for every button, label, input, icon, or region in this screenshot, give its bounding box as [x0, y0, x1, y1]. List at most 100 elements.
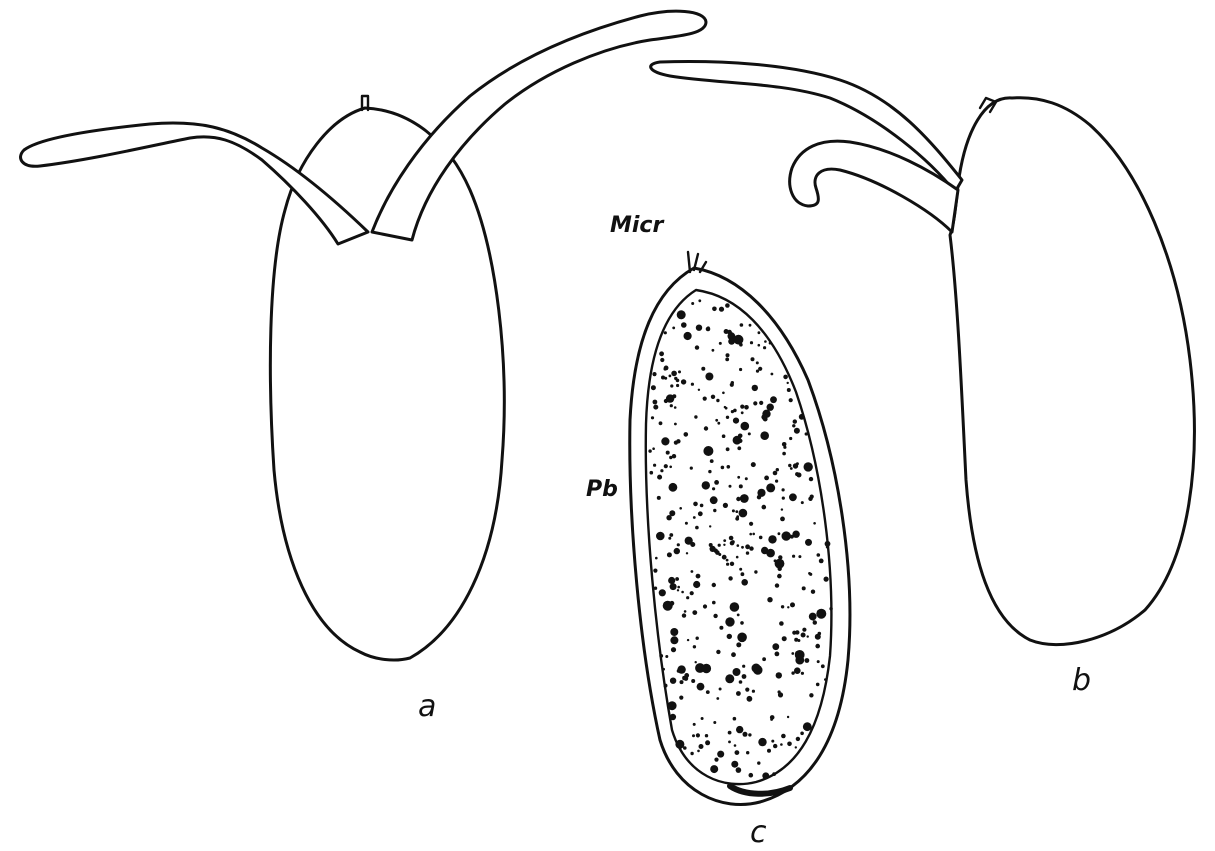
yolk-granule — [776, 468, 779, 471]
yolk-granule — [728, 741, 731, 744]
yolk-granule — [666, 515, 671, 520]
yolk-granule — [659, 421, 663, 425]
yolk-granule — [670, 628, 678, 636]
yolk-granule — [692, 610, 697, 615]
yolk-granule — [718, 544, 721, 547]
yolk-granule — [670, 583, 677, 590]
yolk-granule — [817, 553, 821, 557]
yolk-granule — [653, 464, 656, 467]
yolk-granule — [801, 501, 804, 504]
yolk-granule — [767, 597, 772, 602]
yolk-granule — [792, 531, 799, 538]
yolk-granule — [729, 485, 732, 488]
yolk-granule — [670, 601, 675, 606]
yolk-granule — [762, 657, 766, 661]
yolk-granule — [797, 639, 800, 642]
yolk-granule — [695, 526, 699, 530]
yolk-granule — [795, 651, 799, 655]
egg-c — [630, 252, 850, 804]
yolk-granule — [790, 467, 793, 470]
yolk-granule — [787, 742, 792, 747]
yolk-granule — [734, 335, 744, 345]
yolk-granule — [697, 750, 700, 753]
yolk-granule — [763, 346, 766, 349]
yolk-granule — [652, 447, 655, 450]
yolk-granule — [796, 737, 800, 741]
yolk-granule — [787, 716, 789, 718]
yolk-granule — [698, 299, 701, 302]
yolk-granule — [712, 307, 717, 312]
yolk-granule — [722, 434, 726, 438]
yolk-granule — [780, 517, 785, 522]
yolk-granule — [736, 642, 741, 647]
yolk-granule — [745, 477, 748, 480]
yolk-granule — [648, 449, 651, 452]
yolk-granule — [734, 744, 737, 747]
yolk-granule — [754, 387, 757, 390]
yolk-granule — [741, 411, 744, 414]
label-micr: Micr — [610, 213, 664, 238]
yolk-granule — [809, 613, 817, 621]
yolk-granule — [809, 573, 812, 576]
egg-a-right-filament — [372, 11, 706, 240]
yolk-granule — [664, 684, 668, 688]
yolk-granule — [680, 680, 684, 684]
yolk-granule — [728, 576, 732, 580]
yolk-granule — [721, 466, 725, 470]
yolk-granule — [775, 583, 779, 587]
yolk-granule — [661, 437, 669, 445]
yolk-granule — [675, 577, 679, 581]
yolk-granule — [754, 570, 757, 573]
yolk-granule — [764, 340, 767, 343]
yolk-granule — [744, 405, 749, 410]
yolk-granule — [787, 388, 791, 392]
yolk-granule — [775, 480, 778, 483]
yolk-granule — [782, 452, 786, 456]
yolk-granule — [727, 634, 732, 639]
yolk-granule — [782, 497, 785, 500]
yolk-granule — [805, 539, 812, 546]
yolk-granule — [742, 665, 745, 668]
yolk-granule — [666, 451, 670, 455]
yolk-granule — [669, 533, 673, 537]
yolk-granule — [698, 389, 700, 391]
yolk-granule — [687, 639, 689, 641]
yolk-granule — [713, 721, 716, 724]
yolk-granule — [710, 459, 714, 463]
yolk-granule — [735, 517, 739, 521]
yolk-granule — [709, 525, 711, 527]
yolk-granule — [652, 372, 656, 376]
yolk-granule — [708, 470, 711, 473]
yolk-granule — [684, 432, 689, 437]
yolk-granule — [716, 697, 719, 700]
yolk-granule — [719, 307, 724, 312]
yolk-granule — [660, 469, 663, 472]
yolk-granule — [741, 572, 745, 576]
yolk-granule — [672, 394, 676, 398]
yolk-granule — [739, 568, 742, 571]
yolk-granule — [717, 751, 724, 758]
yolk-granule — [819, 559, 824, 564]
yolk-granule — [791, 652, 794, 655]
yolk-granule — [668, 577, 675, 584]
yolk-granule — [706, 690, 710, 694]
yolk-granule — [778, 532, 781, 535]
egg-b-body — [950, 98, 1194, 645]
yolk-granule — [730, 602, 740, 612]
yolk-granule — [771, 740, 774, 743]
yolk-granule — [696, 574, 701, 579]
yolk-granule — [671, 647, 676, 652]
yolk-granule — [737, 476, 740, 479]
yolk-granule — [815, 644, 820, 649]
yolk-granule — [745, 688, 749, 692]
yolk-granule — [693, 581, 700, 588]
yolk-granule — [670, 636, 678, 644]
yolk-granule — [669, 466, 672, 469]
yolk-granule — [737, 544, 740, 547]
yolk-granule — [726, 416, 729, 419]
yolk-granule — [795, 746, 797, 748]
yolk-granule — [695, 345, 699, 349]
yolk-granule — [801, 633, 806, 638]
yolk-granule — [803, 722, 812, 731]
